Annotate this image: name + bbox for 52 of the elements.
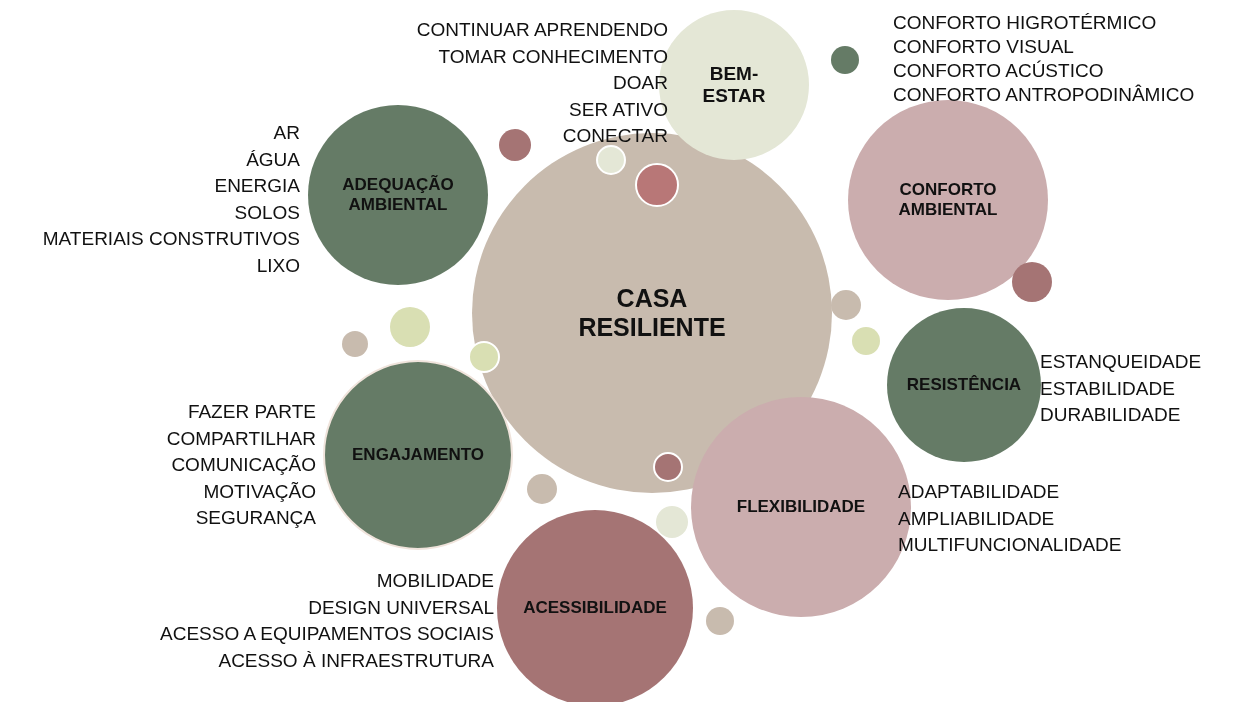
item-label: LIXO <box>256 253 300 278</box>
small-circle <box>706 607 734 635</box>
small-circle <box>499 129 531 161</box>
circle-title: RESISTÊNCIA <box>905 375 1023 395</box>
small-circle <box>390 307 430 347</box>
item-label: SER ATIVO <box>569 97 668 122</box>
item-label: MOTIVAÇÃO <box>203 479 316 504</box>
item-label: ESTABILIDADE <box>1040 376 1175 401</box>
small-circle <box>831 290 861 320</box>
item-label: MULTIFUNCIONALIDADE <box>898 533 1122 557</box>
small-circle <box>468 341 500 373</box>
circle-title: BEM-ESTAR <box>701 63 767 107</box>
item-label: CONFORTO ACÚSTICO <box>893 59 1104 83</box>
item-label: FAZER PARTE <box>187 400 316 424</box>
circle-title: ADEQUAÇÃO AMBIENTAL <box>341 175 455 215</box>
small-circle <box>342 331 368 357</box>
item-label: COMPARTILHAR <box>166 426 316 451</box>
circle-title: CASA RESILIENTE <box>577 284 727 342</box>
circle-title: ENGAJAMENTO <box>351 445 485 465</box>
item-label: AR <box>273 121 300 145</box>
item-label: CONFORTO VISUAL <box>893 35 1074 59</box>
small-circle <box>1012 262 1052 302</box>
small-circle <box>596 145 626 175</box>
circle-title: FLEXIBILIDADE <box>735 497 867 517</box>
item-label: CONTINUAR APRENDENDO <box>416 18 668 42</box>
small-circle <box>635 163 679 207</box>
item-label: TOMAR CONHECIMENTO <box>438 44 668 69</box>
small-circle <box>852 327 880 355</box>
item-label: SEGURANÇA <box>195 506 316 530</box>
item-label: DOAR <box>613 71 668 95</box>
item-label: COMUNICAÇÃO <box>171 453 316 477</box>
item-label: CONECTAR <box>562 124 668 148</box>
small-circle <box>831 46 859 74</box>
circle-title: ACESSIBILIDADE <box>522 598 668 618</box>
item-label: DURABILIDADE <box>1040 403 1181 427</box>
item-label: CONFORTO ANTROPODINÂMICO <box>893 83 1195 107</box>
item-label: ACESSO À INFRAESTRUTURA <box>218 648 494 673</box>
item-label: MATERIAIS CONSTRUTIVOS <box>42 227 300 251</box>
small-circle <box>656 506 688 538</box>
item-label: ÁGUA <box>246 147 300 172</box>
item-label: ESTANQUEIDADE <box>1040 350 1202 374</box>
circle-title: CONFORTO AMBIENTAL <box>897 180 999 220</box>
item-label: ADAPTABILIDADE <box>898 480 1060 504</box>
item-label: DESIGN UNIVERSAL <box>308 595 494 620</box>
small-circle <box>653 452 683 482</box>
item-label: MOBILIDADE <box>376 569 494 593</box>
item-label: SOLOS <box>234 200 300 225</box>
item-label: CONFORTO HIGROTÉRMICO <box>893 11 1157 35</box>
item-label: ENERGIA <box>214 174 300 198</box>
item-label: AMPLIABILIDADE <box>898 506 1055 531</box>
item-label: ACESSO A EQUIPAMENTOS SOCIAIS <box>160 622 494 646</box>
small-circle <box>527 474 557 504</box>
